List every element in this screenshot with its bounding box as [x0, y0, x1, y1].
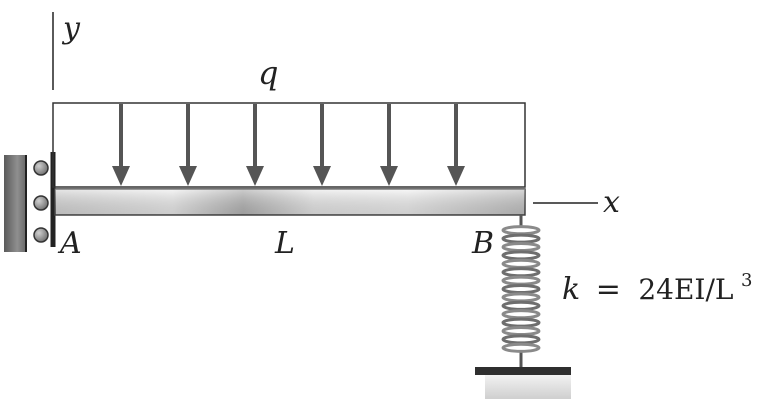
spring-coil: [501, 309, 541, 320]
spring-coil: [501, 267, 541, 278]
load-arrow: [380, 104, 398, 186]
roller-3: [33, 227, 49, 243]
spring-coil: [501, 233, 541, 244]
load-label: q: [258, 54, 278, 92]
spring-coil: [501, 225, 541, 236]
beam: [54, 188, 526, 216]
spring-symbol: k: [562, 272, 580, 307]
support-wall: [4, 155, 26, 252]
spring-value: 24EI/L: [638, 273, 733, 306]
load-outline: [52, 102, 526, 188]
spring-coil: [501, 241, 541, 253]
spring-coil: [501, 250, 541, 261]
roller-1: [33, 160, 49, 176]
load-arrows: [112, 104, 465, 186]
length-label: L: [274, 226, 295, 261]
coil-spring: [501, 215, 541, 368]
load-arrow: [447, 104, 465, 186]
support-a-label: A: [57, 226, 82, 261]
load-arrow: [179, 104, 197, 186]
spring-equation: k = 24EI/L 3: [562, 270, 752, 307]
equals-sign: =: [596, 272, 621, 307]
spring-coil: [501, 275, 541, 286]
x-axis-label: x: [603, 185, 620, 220]
roller-2: [33, 195, 49, 211]
y-axis-label: y: [61, 11, 81, 46]
spring-coil: [501, 317, 541, 328]
ground-base: [475, 367, 571, 399]
spring-coil: [501, 300, 541, 311]
load-arrow: [112, 104, 130, 186]
spring-exponent: 3: [741, 270, 752, 291]
spring-coil: [501, 292, 541, 303]
roller-support: [4, 152, 56, 252]
spring-coil: [501, 258, 541, 269]
load-arrow: [313, 104, 331, 186]
distributed-load: [52, 102, 526, 188]
spring-coil: [501, 283, 541, 295]
spring-coil: [501, 334, 541, 345]
spring-coil: [501, 342, 541, 353]
load-arrow: [246, 104, 264, 186]
point-b-label: B: [471, 226, 494, 261]
spring-coil: [501, 325, 541, 337]
